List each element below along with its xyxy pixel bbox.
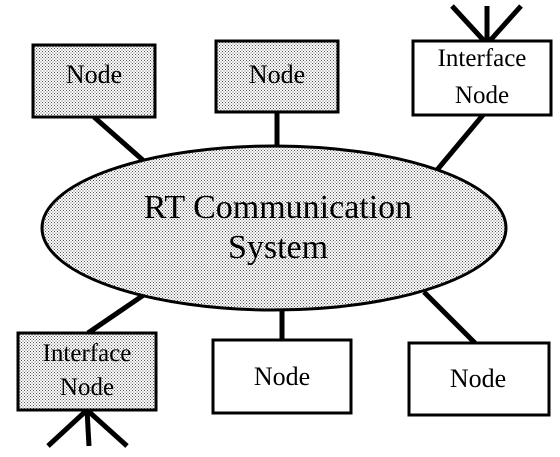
node-box — [407, 341, 551, 417]
rt-communication-hub: RT Communication System — [40, 144, 508, 312]
interface-node-label-line2: Node — [455, 82, 509, 109]
connector-lines — [86, 112, 485, 345]
interface-node-label-line1: Interface — [438, 45, 527, 72]
external-links-top — [450, 4, 523, 46]
external-links-bottom — [46, 408, 129, 448]
interface-node-label-line2: Node — [60, 374, 114, 401]
node-bottom-middle: Node — [211, 338, 353, 415]
interface-node-top-right: Interface Node — [411, 39, 553, 117]
connector-interface-node-bottom-left — [86, 289, 150, 336]
external-link-ray — [84, 409, 92, 447]
node-label: Node — [66, 60, 122, 89]
interface-node-bottom-left: Interface Node — [16, 331, 158, 412]
hub-ellipse — [40, 144, 508, 312]
node-box — [214, 39, 340, 114]
node-label: Node — [450, 364, 506, 393]
hub-label-line1: RT Communication — [144, 189, 412, 226]
node-box — [31, 43, 157, 119]
external-link-ray — [46, 408, 89, 448]
external-link-ray — [450, 4, 489, 46]
interface-node-label-line1: Interface — [43, 340, 132, 367]
node-top-middle: Node — [214, 39, 340, 114]
node-top-left: Node — [31, 43, 157, 119]
node-label: Node — [254, 362, 310, 391]
node-bottom-right: Node — [407, 341, 551, 417]
connector-node-bottom-right — [422, 290, 477, 345]
node-label: Node — [249, 60, 305, 89]
external-link-ray — [85, 408, 129, 448]
node-box — [211, 338, 353, 415]
external-link-ray — [485, 4, 523, 46]
hub-label-line2: System — [228, 229, 328, 266]
node-box — [411, 39, 553, 117]
connector-interface-node-top-right — [435, 113, 485, 172]
connector-node-top-left — [92, 115, 147, 164]
node-box — [16, 331, 158, 412]
